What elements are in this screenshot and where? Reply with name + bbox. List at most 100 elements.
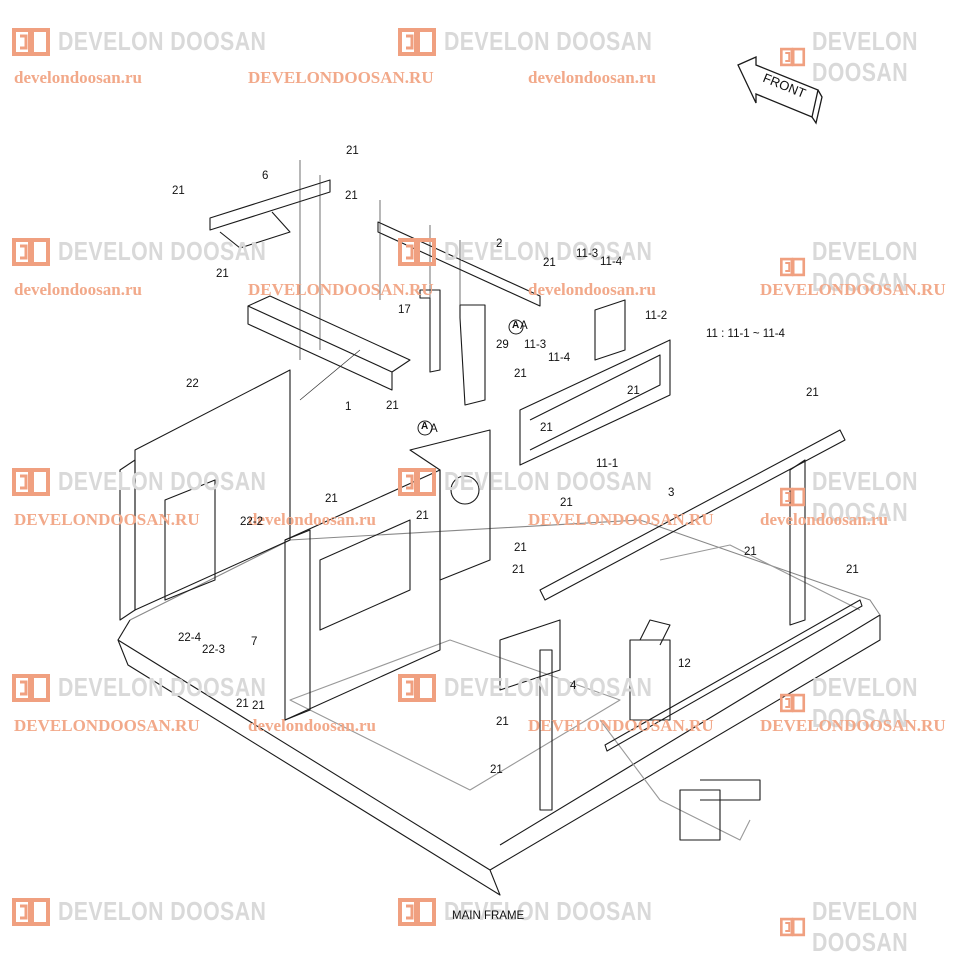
watermark-url: develondoosan.ru	[14, 280, 142, 299]
watermark-brand: DEVELON DOOSAN	[398, 672, 698, 703]
part-label: 21	[540, 422, 553, 434]
watermark-brand-text: DEVELON DOOSAN	[812, 26, 919, 87]
watermark-brand: DEVELON DOOSAN	[780, 236, 980, 298]
watermark-brand: DEVELON DOOSAN	[780, 672, 980, 734]
part-label: 21	[252, 700, 265, 712]
watermark-url: DEVELONDOOSAN.RU	[248, 68, 434, 87]
watermark-url: DEVELONDOOSAN.RU	[528, 510, 714, 529]
main-frame-caption: MAIN FRAME	[452, 910, 525, 922]
part-6-bracket	[209, 179, 331, 231]
part-11-2-plate	[594, 299, 626, 361]
watermark-url: develondoosan.ru	[14, 68, 142, 87]
part-label: A	[430, 423, 438, 435]
part-label: 21	[806, 387, 819, 399]
part-label: 11-3	[576, 248, 599, 260]
watermark-url: DEVELONDOOSAN.RU	[760, 280, 946, 299]
part-label: 12	[678, 658, 691, 670]
part-1-bracket	[247, 305, 393, 391]
part-22-2-panel	[164, 479, 216, 601]
part-label: 22-4	[178, 632, 202, 644]
watermark-brand: DEVELON DOOSAN	[398, 466, 698, 497]
part-label: 21	[416, 510, 429, 522]
develon-logo-icon	[398, 467, 436, 496]
part-label: 3	[668, 487, 675, 499]
watermark-brand-text: DEVELON DOOSAN	[58, 672, 267, 702]
part-label: 22-2	[240, 516, 264, 528]
part-17-post	[419, 289, 441, 373]
watermark-url: DEVELONDOOSAN.RU	[528, 716, 714, 735]
part-label: 21	[514, 542, 527, 554]
formula-note: 11 : 11-1 ~ 11-4	[706, 328, 785, 340]
watermark-brand: DEVELON DOOSAN	[780, 26, 980, 88]
part-label: 17	[398, 304, 411, 316]
watermark-brand-text: DEVELON DOOSAN	[444, 896, 653, 926]
part-label: 2	[496, 238, 503, 250]
develon-logo-icon	[780, 487, 806, 507]
develon-logo-icon	[12, 237, 50, 266]
part-label: 22-3	[202, 644, 226, 656]
watermark-brand: DEVELON DOOSAN	[12, 466, 312, 497]
part-label: 7	[251, 636, 258, 648]
watermark-brand-text: DEVELON DOOSAN	[444, 26, 653, 56]
detail-a-bracket	[409, 429, 491, 581]
watermark-brand: DEVELON DOOSAN	[398, 896, 698, 927]
watermark-brand: DEVELON DOOSAN	[398, 236, 698, 267]
part-label: 11-3	[524, 339, 547, 351]
part-label: A	[520, 320, 528, 332]
watermark-brand: DEVELON DOOSAN	[780, 466, 980, 528]
watermark-brand: DEVELON DOOSAN	[12, 896, 312, 927]
watermark-brand: DEVELON DOOSAN	[12, 26, 312, 57]
watermark-brand-text: DEVELON DOOSAN	[58, 466, 267, 496]
develon-logo-icon	[398, 27, 436, 56]
develon-logo-icon	[398, 237, 436, 266]
watermark-url: develondoosan.ru	[760, 510, 888, 529]
part-29-post	[459, 304, 486, 406]
part-label: 21	[346, 145, 359, 157]
watermark-brand-text: DEVELON DOOSAN	[812, 896, 919, 957]
watermark-url: DEVELONDOOSAN.RU	[248, 280, 434, 299]
part-label: 21	[216, 268, 229, 280]
part-label: 21	[496, 716, 509, 728]
part-label: 21	[512, 564, 525, 576]
part-label: 21	[490, 764, 503, 776]
detail-marker-a-left-label: A	[421, 421, 429, 432]
part-label: 21	[744, 546, 757, 558]
watermark-brand-text: DEVELON DOOSAN	[444, 672, 653, 702]
watermark-url: develondoosan.ru	[528, 280, 656, 299]
part-label: 4	[570, 680, 577, 692]
watermark-brand-text: DEVELON DOOSAN	[444, 236, 653, 266]
part-label: 21	[560, 497, 573, 509]
develon-logo-icon	[398, 897, 436, 926]
develon-logo-icon	[780, 47, 806, 67]
part-12-bar	[604, 599, 863, 752]
part-11-1-box	[519, 339, 671, 466]
watermark-brand: DEVELON DOOSAN	[12, 236, 312, 267]
watermark-url: develondoosan.ru	[248, 716, 376, 735]
part-label: 11-2	[645, 310, 668, 322]
watermark-brand-text: DEVELON DOOSAN	[812, 672, 919, 733]
part-label: 11-1	[596, 458, 619, 470]
watermark-url: develondoosan.ru	[248, 510, 376, 529]
watermark-brand: DEVELON DOOSAN	[780, 896, 980, 958]
part-label: 21	[236, 698, 249, 710]
part-7-panel	[284, 469, 441, 721]
part-3-rail	[539, 429, 846, 601]
front-arrow	[737, 55, 823, 125]
develon-logo-icon	[398, 673, 436, 702]
part-4-bracket	[499, 619, 561, 691]
develon-logo-icon	[780, 917, 806, 937]
detail-marker-a-left	[417, 420, 433, 436]
watermark-brand-text: DEVELON DOOSAN	[812, 466, 919, 527]
part-label: 1	[345, 401, 352, 413]
watermark-url: DEVELONDOOSAN.RU	[14, 716, 200, 735]
watermark-brand-text: DEVELON DOOSAN	[444, 466, 653, 496]
part-label: 21	[172, 185, 185, 197]
main-frame-side-rail	[117, 639, 501, 896]
watermark-brand-text: DEVELON DOOSAN	[58, 896, 267, 926]
part-label: 29	[496, 339, 509, 351]
watermark-brand-text: DEVELON DOOSAN	[58, 26, 267, 56]
detail-marker-a-top	[508, 319, 524, 335]
part-label: 21	[543, 257, 556, 269]
